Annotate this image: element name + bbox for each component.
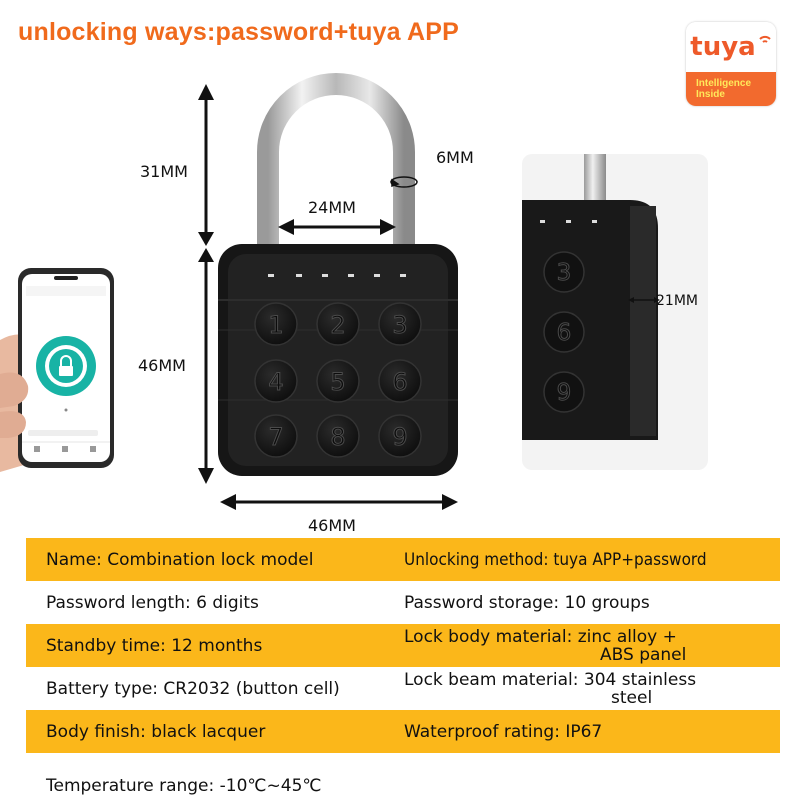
spec-table: Name: Combination lock model Unlocking m… — [26, 538, 780, 753]
key-label: 5 — [330, 368, 345, 396]
spec-value-continued: ABS panel — [600, 644, 687, 665]
wifi-icon — [759, 35, 771, 43]
lock-icon — [59, 366, 73, 376]
side-key-label: 3 — [557, 260, 572, 286]
spec-row: Standby time: 12 months Lock body materi… — [26, 624, 780, 667]
phone-in-hand — [0, 268, 114, 472]
spec-cell: Password storage: 10 groups — [404, 592, 650, 613]
side-view: 3 6 9 — [522, 154, 660, 440]
key-label: 8 — [330, 423, 345, 451]
spec-cell: Lock beam material: 304 stainless steel — [384, 667, 780, 710]
shackle-height-label: 31MM — [140, 162, 188, 181]
spec-value: Lock beam material: 304 stainless — [404, 669, 697, 690]
shackle-width-label: 24MM — [308, 198, 356, 217]
side-view-panel: 3 6 9 — [522, 154, 708, 470]
led-row — [268, 274, 406, 277]
key-label: 4 — [268, 368, 283, 396]
spec-cell: Battery type: CR2032 (button cell) — [46, 678, 340, 699]
spec-value: Lock body material: zinc alloy + — [404, 626, 677, 647]
spec-cell: Waterproof rating: IP67 — [384, 710, 780, 753]
badge-tagline-2: Inside — [696, 89, 725, 100]
key-label: 1 — [268, 311, 283, 339]
body-depth-label: 21MM — [656, 293, 698, 309]
spec-row: Name: Combination lock model Unlocking m… — [26, 538, 780, 581]
spec-row: Body finish: black lacquer Waterproof ra… — [26, 710, 780, 753]
shackle — [257, 73, 415, 252]
tuya-logo: tuya — [690, 32, 756, 62]
spec-value: Unlocking method: tuya APP+password — [404, 549, 707, 570]
key-label: 9 — [392, 423, 407, 451]
key-label: 6 — [392, 368, 407, 396]
keypad: 1 2 3 4 5 6 7 8 9 — [254, 302, 422, 458]
rotation-mark — [390, 176, 418, 188]
headline: unlocking ways:password+tuya APP — [18, 18, 460, 46]
dimension-arrows — [198, 84, 458, 510]
shackle-thickness-label: 6MM — [436, 148, 474, 167]
padlock-illustration: 1 2 3 4 5 6 7 8 9 — [198, 73, 458, 510]
spec-value-continued: steel — [611, 687, 653, 708]
spec-row: Password length: 6 digits Password stora… — [26, 581, 780, 624]
spec-cell: Name: Combination lock model — [26, 538, 384, 581]
side-key-label: 6 — [557, 320, 572, 346]
key-label: 3 — [392, 311, 407, 339]
badge-tagline-1: Intelligence — [696, 78, 752, 89]
body-height-label: 46MM — [138, 356, 186, 375]
body-width-label: 46MM — [308, 516, 356, 535]
key-label: 2 — [330, 311, 345, 339]
temperature-range: Temperature range: -10℃~45℃ — [46, 776, 322, 796]
spec-cell: Body finish: black lacquer — [26, 710, 384, 753]
spec-cell: Standby time: 12 months — [26, 624, 384, 667]
spec-cell: Lock body material: zinc alloy + ABS pan… — [384, 624, 780, 667]
tuya-badge: tuya Intelligence Inside — [686, 22, 776, 106]
spec-cell: Unlocking method: tuya APP+password — [384, 538, 780, 581]
spec-cell: Password length: 6 digits — [46, 592, 259, 613]
side-key-label: 9 — [557, 380, 572, 406]
key-label: 7 — [268, 423, 283, 451]
spec-row: Battery type: CR2032 (button cell) Lock … — [26, 667, 780, 710]
